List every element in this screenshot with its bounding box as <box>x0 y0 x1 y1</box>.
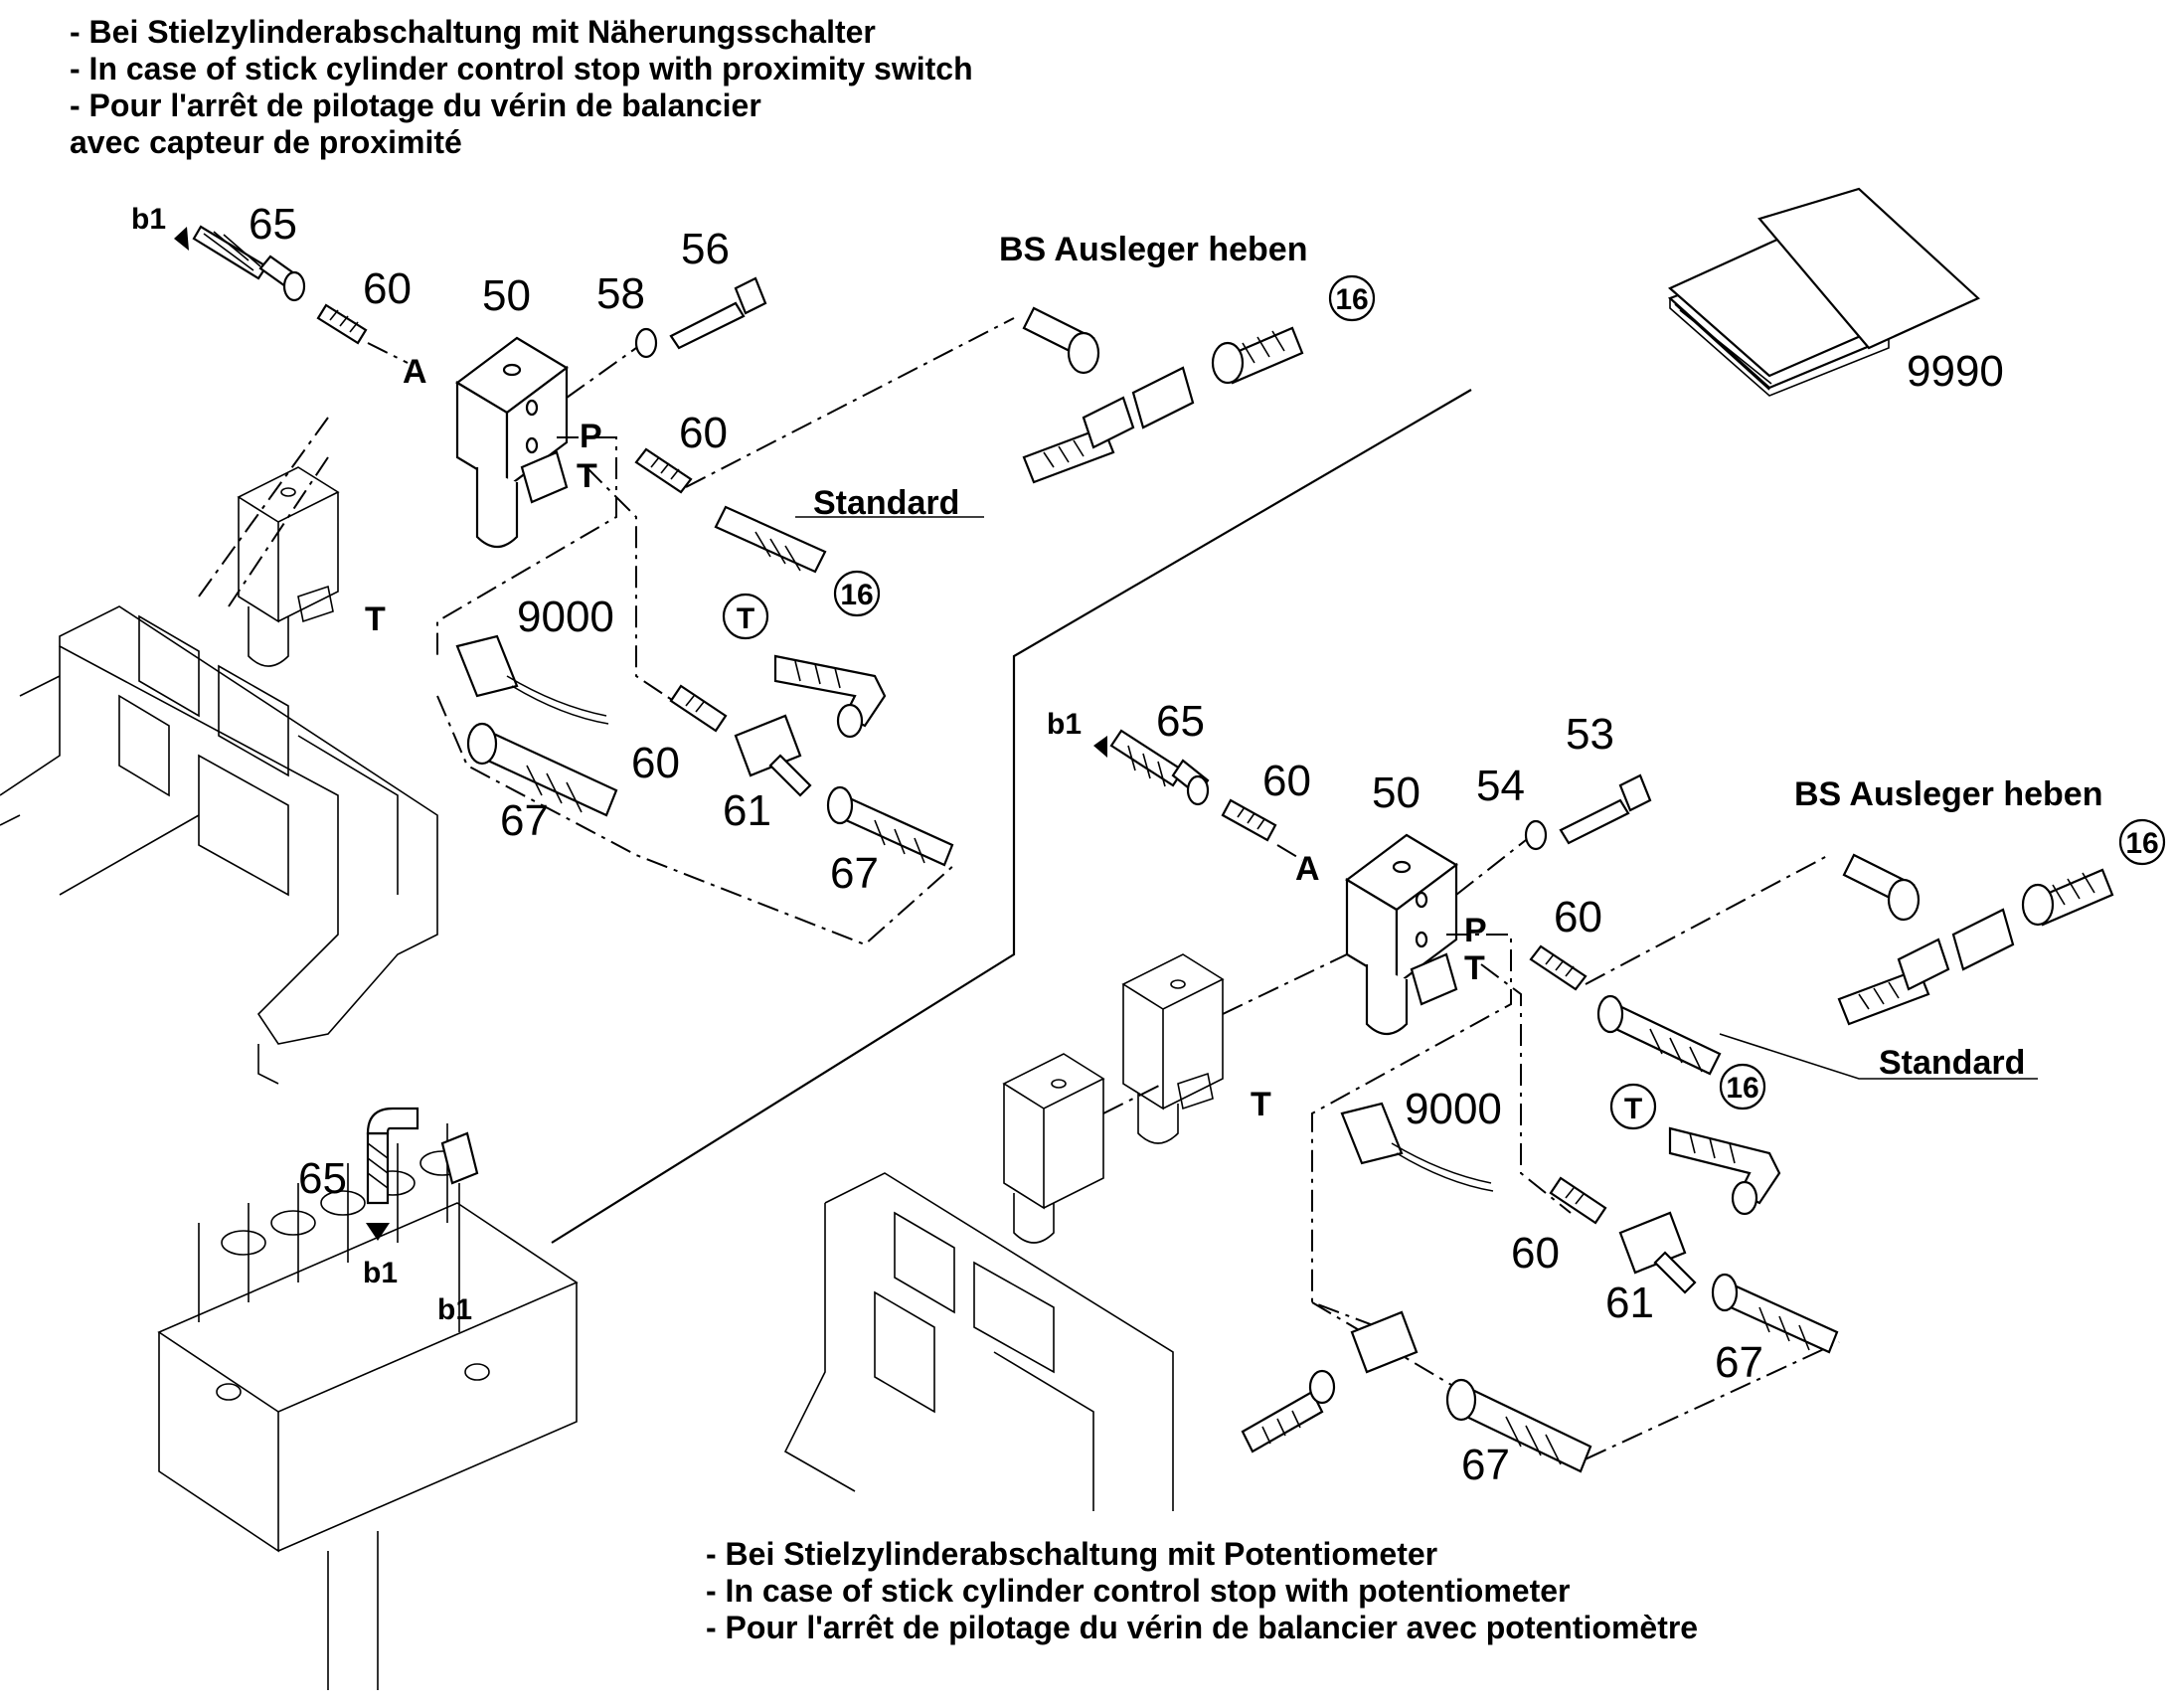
sensor-9000-top <box>455 634 609 725</box>
hose-65-right <box>1093 729 1210 806</box>
part-65-bottom: 65 <box>298 1154 347 1203</box>
b1-label-right: b1 <box>1047 708 1082 741</box>
ref-16-circle-right-b: 16 <box>1719 1063 1766 1110</box>
sensor-9000-right <box>1340 1102 1494 1192</box>
part-67-right-b: 67 <box>1715 1338 1763 1387</box>
part-65-right: 65 <box>1156 697 1205 746</box>
standard-label-top: Standard <box>813 484 959 522</box>
part-67-top-a: 67 <box>500 796 549 845</box>
frame-right <box>783 953 1225 1511</box>
part-9000-right: 9000 <box>1405 1085 1502 1133</box>
part-61-right: 61 <box>1605 1279 1654 1327</box>
part-60-right-a: 60 <box>1262 757 1311 805</box>
part-54-right: 54 <box>1476 762 1525 810</box>
part-61-top: 61 <box>723 786 771 835</box>
tee-61-top <box>734 714 812 797</box>
hose-t-ref-right <box>1668 1126 1781 1216</box>
port-t-frame-right: T <box>1251 1086 1271 1123</box>
svg-text:T: T <box>1624 1093 1642 1125</box>
svg-text:16: 16 <box>2125 827 2158 860</box>
part-67-right-a: 67 <box>1461 1441 1510 1489</box>
hose-67-top-b <box>826 785 954 867</box>
fitting-b1-bottom <box>440 1131 479 1332</box>
caption-top-line-2: - In case of stick cylinder control stop… <box>70 51 973 86</box>
caption-bottom-line-3: - Pour l'arrêt de pilotage du vérin de b… <box>706 1610 1699 1645</box>
hose-65-top <box>174 225 306 302</box>
hose-t-ref-top <box>773 654 887 739</box>
caption-top-line-1: - Bei Stielzylinderabschaltung mit Näher… <box>70 14 876 50</box>
hose-67-top-a <box>466 722 618 817</box>
bolt-53-right <box>1559 773 1652 845</box>
svg-text:16: 16 <box>840 579 873 611</box>
fitting-60-top-a <box>316 303 368 345</box>
svg-text:16: 16 <box>1726 1072 1758 1105</box>
bs-ausleger-heben-top: BS Ausleger heben <box>999 231 1307 268</box>
part-60-top-c: 60 <box>631 739 680 787</box>
part-60-right-b: 60 <box>1554 893 1602 941</box>
fitting-60-right-c <box>1549 1176 1607 1225</box>
part-58-top: 58 <box>596 269 645 318</box>
valve-bank <box>157 1123 579 1690</box>
tee-61-right <box>1618 1211 1697 1294</box>
ref-16-circle-top-b: 16 <box>833 570 881 617</box>
b1-label-top: b1 <box>131 203 166 236</box>
bolt-56-top <box>669 276 767 350</box>
hose-standard-right <box>1596 994 1722 1076</box>
tee-bottom-right <box>1241 1310 1419 1453</box>
caption-top: - Bei Stielzylinderabschaltung mit Näher… <box>70 14 973 161</box>
port-t-top: T <box>577 457 597 495</box>
ref-t-circle-top: T <box>722 593 769 640</box>
hose-standard-top <box>714 505 827 574</box>
bs-fittings-top <box>1022 306 1304 484</box>
washer-54-right <box>1524 819 1548 851</box>
caption-top-line-3: - Pour l'arrêt de pilotage du vérin de b… <box>70 87 761 123</box>
part-60-top-b: 60 <box>679 409 728 457</box>
hose-67-right-b <box>1711 1273 1839 1354</box>
caption-bottom-line-1: - Bei Stielzylinderabschaltung mit Poten… <box>706 1536 1438 1572</box>
fitting-60-right-a <box>1221 798 1277 842</box>
manual-book-icon <box>1667 187 1980 397</box>
caption-bottom: - Bei Stielzylinderabschaltung mit Poten… <box>706 1536 1698 1646</box>
part-67-top-b: 67 <box>830 849 879 898</box>
part-65-top: 65 <box>249 200 297 249</box>
valve-block-50-right <box>1345 833 1458 1036</box>
part-9990: 9990 <box>1907 347 2004 396</box>
port-p-top: P <box>580 418 602 455</box>
port-a-right: A <box>1295 850 1320 888</box>
b1-label-bottom-a: b1 <box>363 1257 398 1289</box>
ref-16-circle-top-a: 16 <box>1328 274 1376 322</box>
fitting-60-right-b <box>1529 944 1588 991</box>
part-60-right-c: 60 <box>1511 1229 1560 1278</box>
part-9000-top: 9000 <box>517 593 614 641</box>
ref-16-circle-right-a: 16 <box>2118 818 2166 866</box>
washer-58-top <box>634 327 658 359</box>
fitting-60-top-b <box>634 447 693 494</box>
hose-67-right-a <box>1445 1378 1592 1473</box>
elbow-65-bottom <box>366 1107 419 1241</box>
svg-text:T: T <box>737 602 754 635</box>
section-divider <box>551 389 1472 1244</box>
standard-label-right: Standard <box>1879 1044 2025 1082</box>
part-60-top-a: 60 <box>363 264 412 313</box>
frame-top-left <box>0 466 438 1085</box>
part-56-top: 56 <box>681 225 730 273</box>
port-p-right: P <box>1464 912 1487 949</box>
port-t-frame-top: T <box>365 600 386 638</box>
port-t-right: T <box>1464 949 1485 987</box>
bs-ausleger-heben-right: BS Ausleger heben <box>1794 775 2102 813</box>
svg-text:16: 16 <box>1335 283 1368 316</box>
ref-t-circle-right: T <box>1609 1083 1657 1130</box>
part-50-right: 50 <box>1372 769 1421 817</box>
bs-fittings-right <box>1837 853 2114 1026</box>
fitting-60-top-c <box>669 684 728 733</box>
part-50-top: 50 <box>482 271 531 320</box>
caption-top-line-4: avec capteur de proximité <box>70 124 462 160</box>
valve-block-50-top <box>455 336 569 549</box>
part-53-right: 53 <box>1566 710 1614 759</box>
caption-bottom-line-2: - In case of stick cylinder control stop… <box>706 1573 1571 1609</box>
port-a-top: A <box>403 353 427 391</box>
b1-label-bottom-b: b1 <box>437 1293 472 1326</box>
